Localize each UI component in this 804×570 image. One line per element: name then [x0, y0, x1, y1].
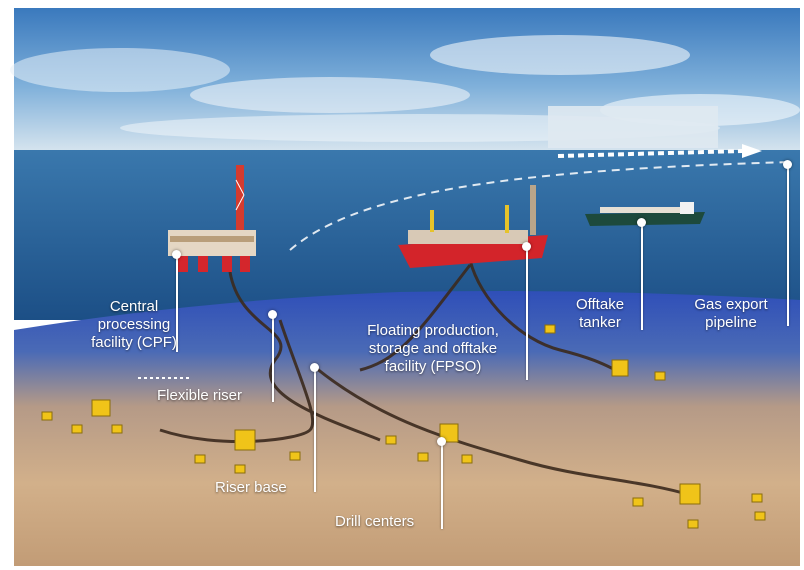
offtake-tanker-label: Offtake tanker [575, 296, 625, 331]
drill-centers-label: Drill centers [335, 513, 415, 530]
flexible-riser-leader [272, 316, 274, 402]
seabed [14, 291, 800, 566]
riser-base-label: Riser base [215, 479, 287, 496]
fpso-dot [522, 242, 531, 251]
gas-export-dot [783, 160, 792, 169]
riser-base-leader [314, 370, 316, 492]
gas-export-pipeline-path [289, 161, 791, 251]
cpf-label: Central processing facility (CPF) [91, 298, 177, 351]
gas-export-leader [787, 166, 789, 326]
cpf-dot [172, 250, 181, 259]
export-arrow [557, 144, 762, 158]
blank-patch [548, 106, 718, 148]
tanker-dot [637, 218, 646, 227]
fpso-label: Floating production, storage and offtake… [367, 322, 499, 375]
cpf-leader [176, 256, 178, 352]
tanker-leader [641, 224, 643, 330]
subsea-equipment [41, 324, 766, 529]
flexible-riser-dot [268, 310, 277, 319]
sea-surface [14, 150, 800, 320]
fpso-vessel [398, 185, 548, 268]
gas-export-label: Gas export pipeline [694, 296, 768, 331]
drill-centers-leader [441, 443, 443, 529]
fpso-leader [526, 248, 528, 380]
flowlines [159, 259, 691, 497]
cpf-platform [168, 165, 256, 272]
riser-base-dot [310, 363, 319, 372]
drill-centers-dot [437, 437, 446, 446]
flexible-riser-label: Flexible riser [157, 387, 243, 404]
